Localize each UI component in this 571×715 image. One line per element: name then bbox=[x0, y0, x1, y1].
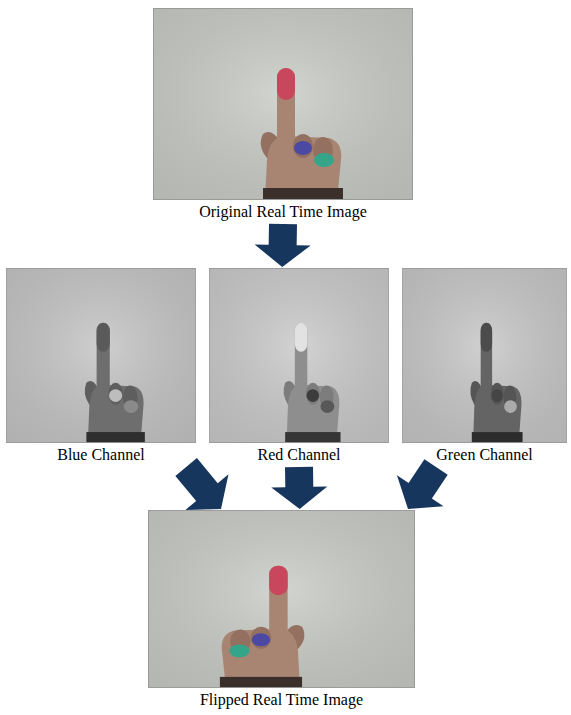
photo-area bbox=[2, 268, 200, 443]
blue-channel-photo bbox=[6, 268, 196, 443]
original-photo bbox=[153, 8, 413, 200]
image-node: Original Real Time Image bbox=[149, 8, 417, 221]
block-arrow bbox=[255, 224, 311, 267]
block-arrow bbox=[397, 459, 448, 509]
photo-area bbox=[205, 268, 393, 443]
image-caption: Red Channel bbox=[205, 446, 393, 464]
image-node: Red Channel bbox=[205, 268, 393, 464]
block-arrow bbox=[271, 467, 327, 509]
image-node: Blue Channel bbox=[2, 268, 200, 464]
photo-area bbox=[149, 8, 417, 200]
green-channel-photo bbox=[402, 268, 567, 443]
image-caption: Original Real Time Image bbox=[149, 203, 417, 221]
photo-area bbox=[144, 510, 419, 688]
block-arrow bbox=[175, 458, 228, 510]
image-caption: Blue Channel bbox=[2, 446, 200, 464]
image-node: Flipped Real Time Image bbox=[144, 510, 419, 709]
photo-area bbox=[398, 268, 571, 443]
image-caption: Green Channel bbox=[398, 446, 571, 464]
image-caption: Flipped Real Time Image bbox=[144, 691, 419, 709]
flipped-photo bbox=[148, 510, 415, 688]
red-channel-photo bbox=[209, 268, 389, 443]
image-node: Green Channel bbox=[398, 268, 571, 464]
